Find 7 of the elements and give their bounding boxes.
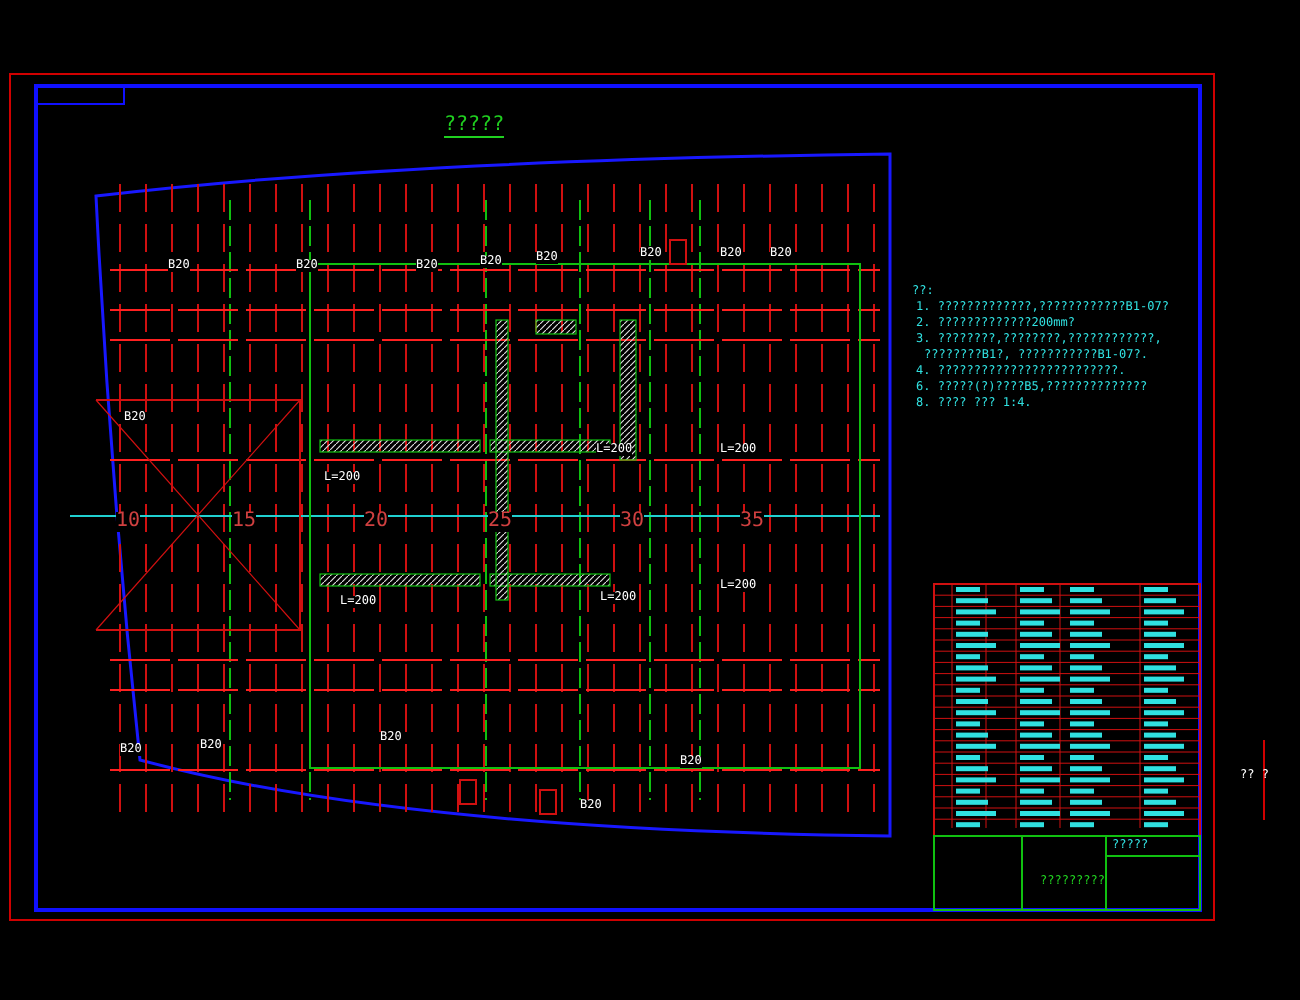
frame-number: 25 bbox=[488, 512, 513, 532]
frame-number: 20 bbox=[364, 512, 389, 532]
frame-number: 35 bbox=[740, 512, 765, 532]
drawing-title: ????? bbox=[444, 116, 505, 138]
frame-number: 30 bbox=[620, 512, 645, 532]
frame-number: 15 bbox=[232, 512, 257, 532]
frame-number: 10 bbox=[116, 512, 141, 532]
